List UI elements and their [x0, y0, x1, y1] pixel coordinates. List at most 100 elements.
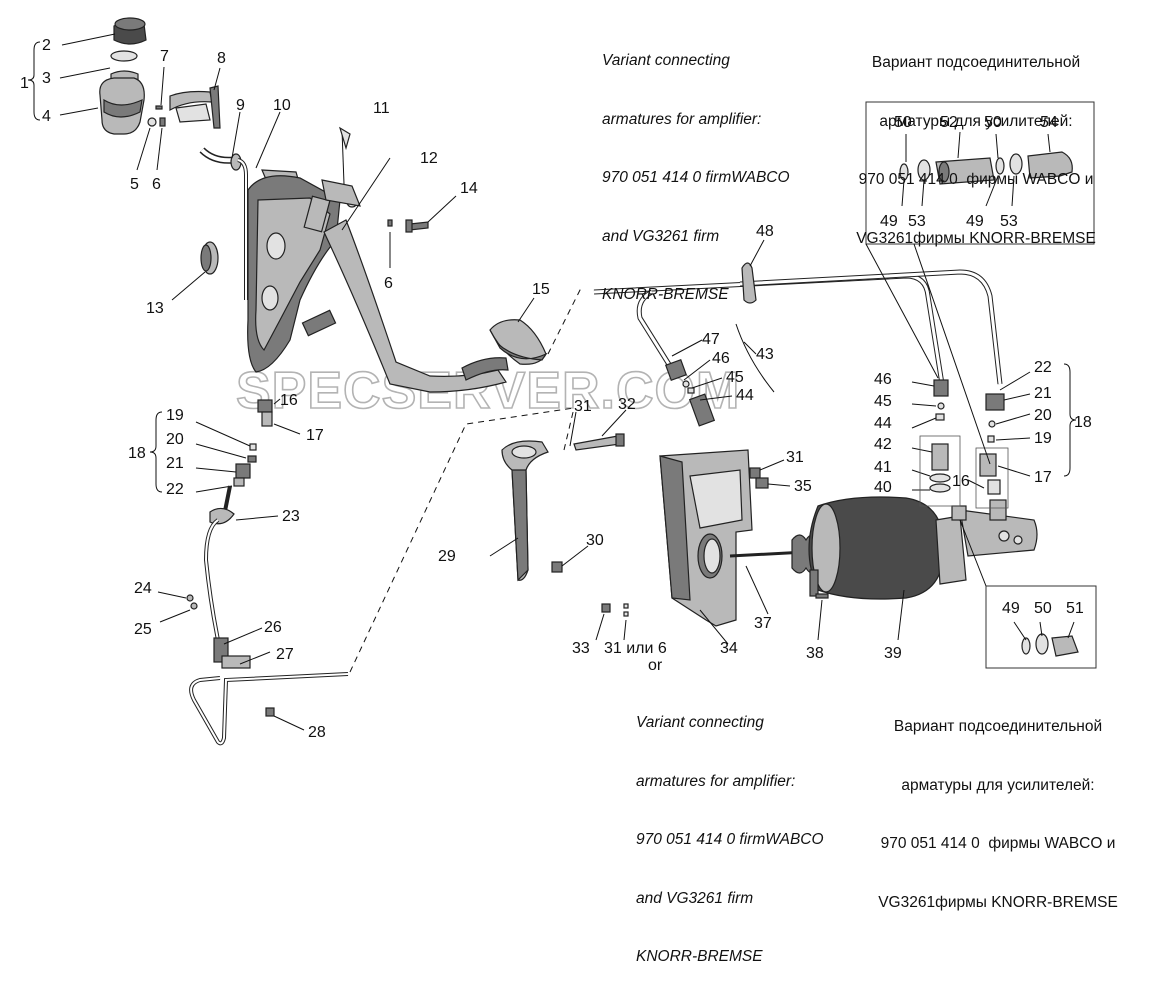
- caption-line: 970 051 414 0 фирмы WABCO и: [858, 171, 1094, 188]
- callout: 40: [874, 479, 892, 496]
- callout: 26: [264, 619, 282, 636]
- callout: 31: [786, 449, 804, 466]
- callout: 25: [134, 621, 152, 638]
- callout: 53: [1000, 213, 1018, 230]
- callout: 22: [166, 481, 184, 498]
- caption-line: Вариант подсоединительной: [893, 718, 1103, 735]
- caption-line: and VG3261 firm: [636, 889, 754, 907]
- callout: 13: [146, 300, 164, 317]
- caption-en-top: Variant connecting armatures for amplifi…: [602, 12, 790, 324]
- callout: 50: [1034, 600, 1052, 617]
- callout: 34: [720, 640, 738, 657]
- exploded-parts-diagram: SPECSERVER.COM: [20, 17, 1097, 746]
- callout: or: [648, 657, 663, 674]
- callout: 12: [420, 150, 438, 167]
- callout: 31: [574, 398, 592, 415]
- callout: 24: [134, 580, 152, 597]
- caption-line: Variant connecting: [602, 52, 730, 69]
- caption-line: and VG3261 firm: [602, 227, 720, 245]
- callout: 32: [618, 396, 636, 413]
- callout: 8: [217, 50, 226, 67]
- caption-line: 970 051 414 0 firmWABCO: [602, 169, 790, 186]
- callout: 50: [984, 114, 1002, 131]
- callout: 51: [1066, 600, 1084, 617]
- caption-line: 970 051 414 0 firmWABCO: [636, 831, 824, 848]
- callout: 15: [532, 281, 550, 298]
- callout: 1: [20, 75, 29, 92]
- callout: 54: [1040, 114, 1058, 131]
- callout: 21: [1034, 385, 1052, 402]
- caption-line: арматуры для усилителей:: [901, 776, 1095, 794]
- callout: 16: [952, 473, 970, 490]
- callout: 53: [908, 213, 926, 230]
- callout: 50: [894, 114, 912, 131]
- callout: 45: [726, 369, 744, 386]
- callout: 9: [236, 97, 245, 114]
- callout: 4: [42, 108, 51, 125]
- diagram-canvas: SPECSERVER.COM: [20, 12, 1136, 965]
- caption-line: KNORR-BREMSE: [636, 948, 763, 965]
- caption-line: VG3261фирмы KNORR-BREMSE: [878, 893, 1118, 911]
- variant-box-bottom: [985, 585, 1097, 669]
- clutch-booster: [729, 496, 1038, 600]
- callout: 28: [308, 724, 326, 741]
- callout: 41: [874, 459, 892, 476]
- callout: 29: [438, 548, 456, 565]
- callout: 43: [756, 346, 774, 363]
- callout: 37: [754, 615, 772, 632]
- callout: 44: [874, 415, 892, 432]
- caption-line: VG3261фирмы KNORR-BREMSE: [856, 229, 1096, 247]
- callout: 49: [880, 213, 898, 230]
- callout: 44: [736, 387, 754, 404]
- caption-en-bottom: Variant connecting armatures for amplifi…: [636, 674, 824, 986]
- callout: 18: [1074, 414, 1092, 431]
- callout: 48: [756, 223, 774, 240]
- caption-line: Variant connecting: [636, 714, 764, 731]
- callout: 19: [1034, 430, 1052, 447]
- callout: 21: [166, 455, 184, 472]
- caption-ru-top: Вариант подсоединительной арматуры для у…: [816, 14, 1136, 268]
- callout: 52: [940, 114, 958, 131]
- callout: 30: [586, 532, 604, 549]
- callout: 7: [160, 48, 169, 65]
- callout: 27: [276, 646, 294, 663]
- callout: 17: [306, 427, 324, 444]
- caption-line: KNORR-BREMSE: [602, 286, 729, 303]
- callout: 42: [874, 436, 892, 453]
- caption-ru-bottom: Вариант подсоединительной арматуры для у…: [846, 678, 1150, 932]
- callout: 31 или 6: [604, 640, 667, 657]
- variant-box-top: [865, 101, 1095, 245]
- caption-line: armatures for amplifier:: [636, 772, 796, 790]
- callout: 39: [884, 645, 902, 662]
- callout: 20: [1034, 407, 1052, 424]
- callout: 20: [166, 431, 184, 448]
- callout: 6: [384, 275, 393, 292]
- callout: 35: [794, 478, 812, 495]
- reservoir-assembly: [99, 17, 166, 135]
- callout: 49: [1002, 600, 1020, 617]
- callout: 5: [130, 176, 139, 193]
- callout: 18: [128, 445, 146, 462]
- callout: 14: [460, 180, 478, 197]
- callout: 2: [42, 37, 51, 54]
- callout: 33: [572, 640, 590, 657]
- caption-line: арматуры для усилителей:: [879, 112, 1073, 130]
- callout: 19: [166, 407, 184, 424]
- callout: 11: [373, 100, 390, 117]
- callout: 10: [273, 97, 291, 114]
- callout: 23: [282, 508, 300, 525]
- callout: 49: [966, 213, 984, 230]
- callout-labels: 1 2 3 4 5 6 7 8 9 10 11 12 13 14 6 15 16…: [20, 37, 1092, 741]
- callout: 46: [874, 371, 892, 388]
- callout: 47: [702, 331, 720, 348]
- pedal-bracket: [247, 126, 361, 373]
- caption-line: 970 051 414 0 фирмы WABCO и: [880, 835, 1116, 852]
- callout: 46: [712, 350, 730, 367]
- caption-line: armatures for amplifier:: [602, 110, 762, 128]
- callout: 17: [1034, 469, 1052, 486]
- callout: 3: [42, 70, 51, 87]
- caption-line: Вариант подсоединительной: [871, 54, 1081, 71]
- callout: 45: [874, 393, 892, 410]
- callout: 22: [1034, 359, 1052, 376]
- callout: 6: [152, 176, 161, 193]
